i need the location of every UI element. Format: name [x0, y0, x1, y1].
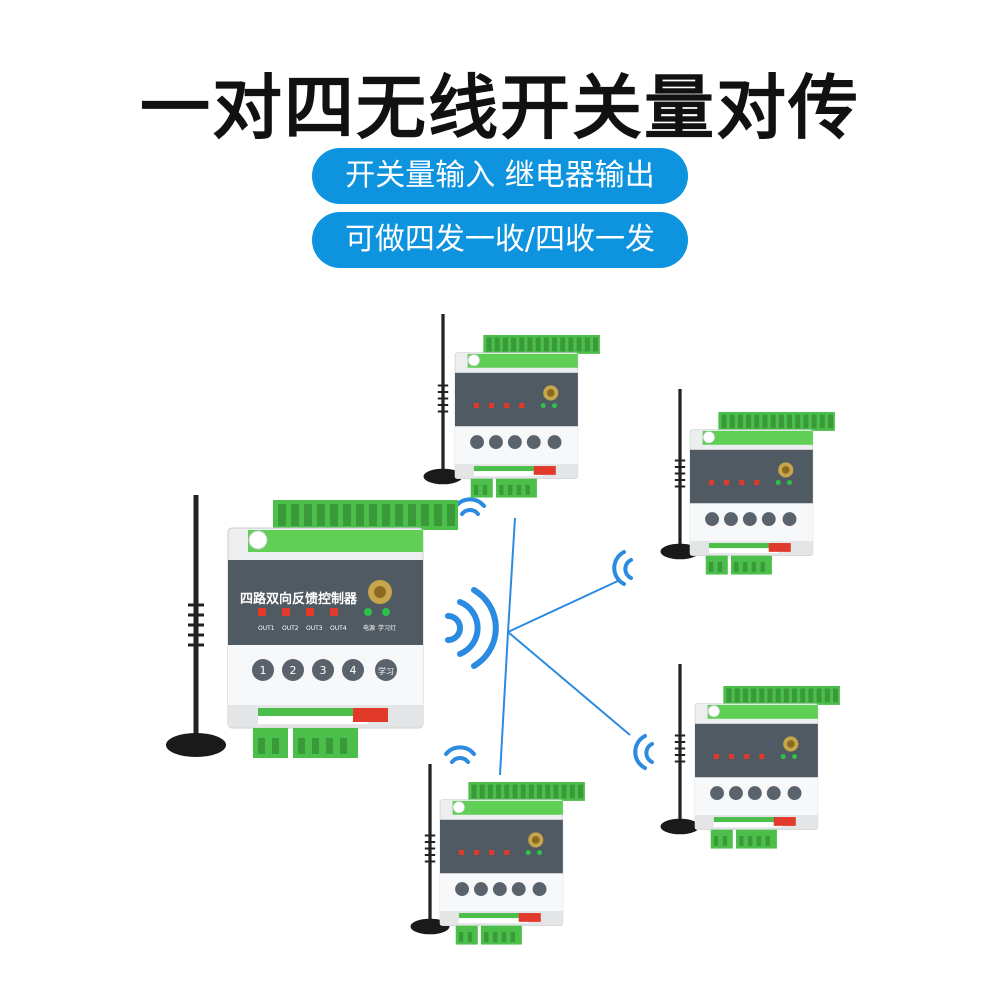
page-title: 一对四无线开关量对传	[140, 67, 860, 149]
feature-badge-io: 开关量输入 继电器输出	[312, 148, 688, 204]
device-output-label: OUT4	[330, 625, 347, 632]
device-bottom	[408, 762, 586, 945]
feature-badge-mode: 可做四发一收/四收一发	[312, 212, 688, 268]
device-output-label: OUT1	[258, 625, 275, 632]
device-right-bottom	[658, 662, 841, 849]
device-top	[421, 312, 601, 498]
device-button-1: 1	[260, 664, 267, 677]
device-button-3: 3	[320, 664, 327, 677]
device-right-top	[658, 387, 836, 575]
device-button-4: 4	[350, 664, 357, 677]
device-learn-button: 学习	[378, 666, 394, 676]
power-indicator-label: 电源	[363, 624, 375, 632]
link-lines	[499, 517, 631, 776]
device-output-label: OUT3	[306, 625, 323, 632]
device-output-label: OUT2	[282, 625, 299, 632]
device-button-2: 2	[290, 664, 297, 677]
signal-icon	[445, 587, 499, 669]
device-panel-title: 四路双向反馈控制器	[240, 591, 358, 607]
learn-indicator-label: 学习灯	[378, 624, 396, 632]
